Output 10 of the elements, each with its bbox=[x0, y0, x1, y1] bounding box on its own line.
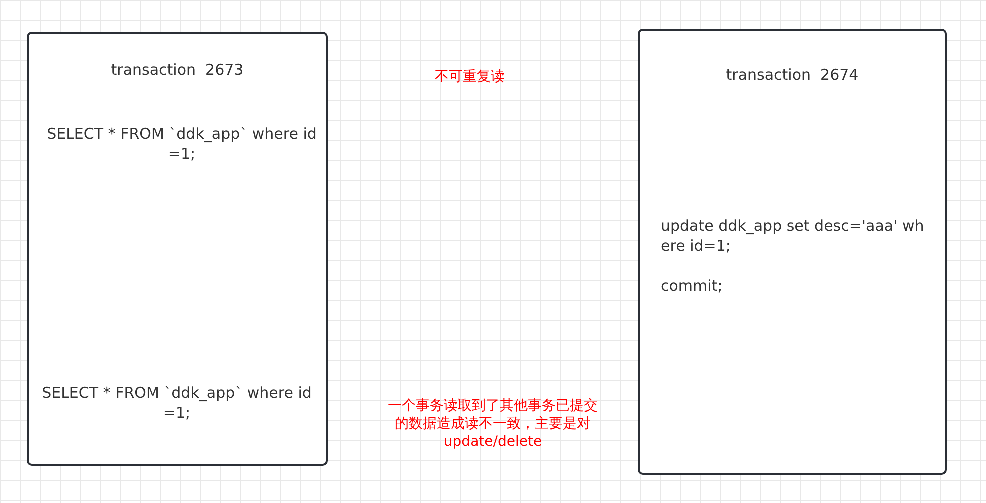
sql-statement: commit; bbox=[661, 276, 724, 296]
heading-note: 不可重复读 bbox=[434, 68, 506, 86]
sql-statement: SELECT * FROM `ddk_app` where id=1; bbox=[47, 124, 317, 164]
explanation-note: 一个事务读取到了其他事务已提交的数据造成读不一致，主要是对update/delete bbox=[387, 397, 599, 451]
transaction-box bbox=[27, 32, 328, 466]
sql-statement: SELECT * FROM `ddk_app` where id=1; bbox=[42, 383, 312, 423]
transaction-box bbox=[638, 29, 947, 475]
sql-statement: update ddk_app set desc='aaa' where id=1; bbox=[661, 216, 926, 256]
transaction-title: transaction 2674 bbox=[725, 65, 860, 85]
transaction-title: transaction 2673 bbox=[110, 60, 245, 80]
